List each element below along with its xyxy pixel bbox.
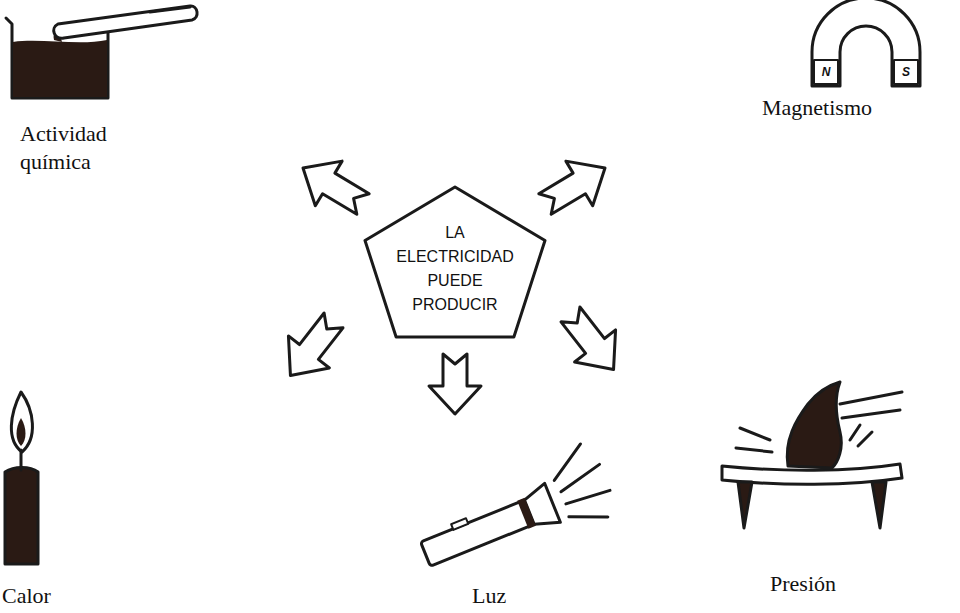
block-arrow	[550, 298, 634, 385]
pentagon-node: LA ELECTRICIDAD PUEDE PRODUCIR	[363, 185, 547, 339]
block-arrow	[532, 146, 619, 227]
pole-label: N	[814, 65, 838, 79]
label-text: N	[814, 65, 838, 79]
label-text: Magnetismo	[762, 94, 872, 122]
block-arrow	[429, 354, 481, 414]
pole-label: S	[894, 65, 918, 79]
illustration-label: Presión	[770, 570, 836, 598]
node-text: LA ELECTRICIDAD PUEDE PRODUCIR	[396, 221, 513, 317]
beaker-illustration	[6, 6, 197, 98]
flashlight-illustration	[409, 440, 619, 585]
illustration-label: Luz	[472, 582, 506, 610]
candle-illustration	[5, 392, 38, 564]
label-text: Actividad química	[20, 120, 138, 176]
magnet-illustration	[812, 0, 920, 86]
pressure-illustration	[722, 382, 902, 528]
block-arrow	[290, 146, 377, 227]
illustration-label: Calor	[2, 582, 51, 610]
pentagon-shape	[365, 187, 545, 337]
label-text: Luz	[472, 582, 506, 610]
block-arrow	[270, 304, 354, 391]
label-text: Presión	[770, 570, 836, 598]
illustration-label: Actividad química	[20, 120, 138, 176]
label-text: S	[894, 65, 918, 79]
illustration-label: Magnetismo	[762, 94, 872, 122]
label-text: Calor	[2, 582, 51, 610]
